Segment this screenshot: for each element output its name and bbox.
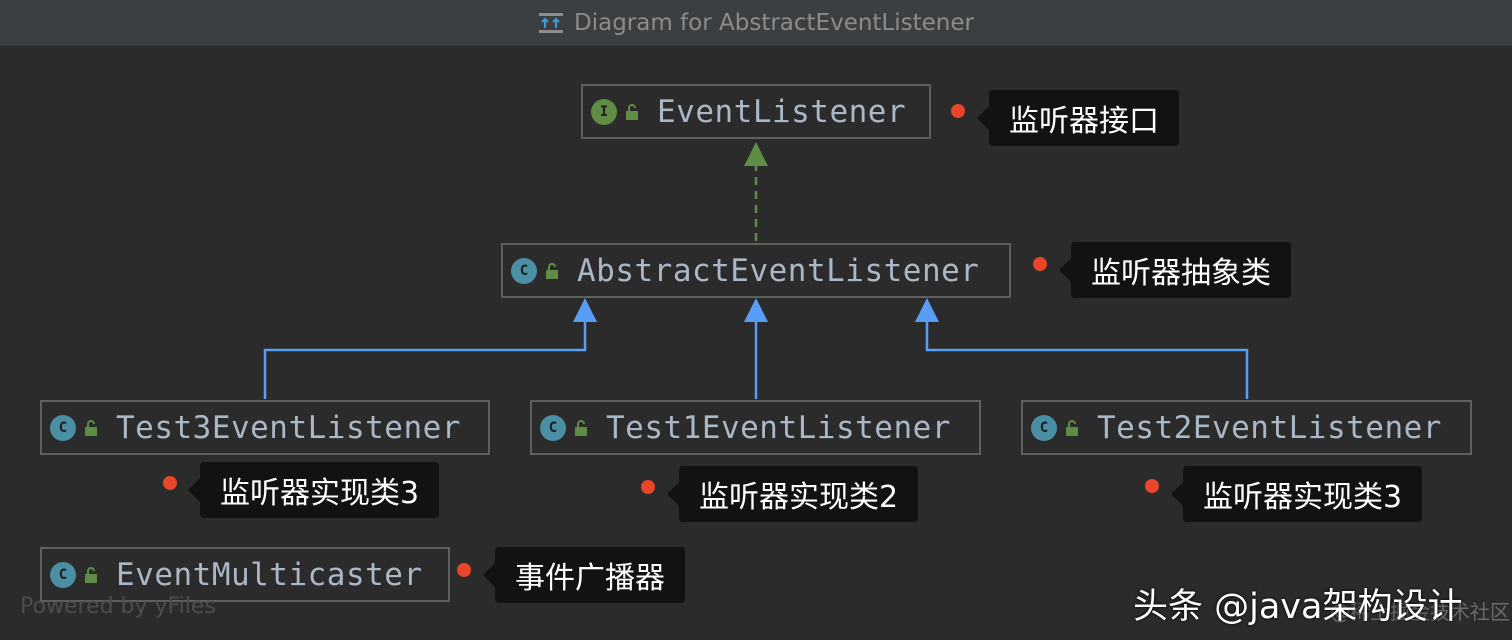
extends-edge-test3	[263, 298, 597, 399]
extends-edge-test2	[915, 298, 1249, 399]
node-test3-event-listener[interactable]: C Test3EventListener	[40, 400, 490, 455]
node-label: EventMulticaster	[116, 556, 423, 593]
note-test3-event-listener: 监听器实现类3	[187, 462, 440, 518]
extends-edge-test1	[744, 298, 768, 399]
note-event-multicaster: 事件广播器	[483, 547, 685, 603]
watermark-sub: @稀土掘金技术社区	[1330, 600, 1510, 624]
class-icon: C	[50, 561, 76, 588]
note-test2-event-listener: 监听器实现类3	[1170, 466, 1423, 522]
note-marker	[951, 104, 965, 118]
lock-open-icon	[546, 262, 558, 279]
note-test1-event-listener: 监听器实现类2	[666, 466, 919, 522]
node-test1-event-listener[interactable]: C Test1EventListener	[530, 400, 981, 455]
node-event-multicaster[interactable]: C EventMulticaster	[40, 547, 450, 602]
powered-by-label: Powered by yFiles	[20, 594, 216, 619]
extends-arrowhead	[573, 298, 597, 322]
class-icon: C	[511, 257, 537, 284]
window-title-bar: Diagram for AbstractEventListener	[0, 0, 1512, 47]
watermark-main: 头条 @java架构设计	[1133, 587, 1463, 627]
note-event-listener: 监听器接口	[977, 90, 1179, 146]
lock-open-icon	[575, 419, 587, 436]
extends-arrowhead	[744, 298, 768, 322]
note-marker	[1033, 257, 1047, 271]
implements-arrowhead	[744, 142, 768, 166]
note-abstract-event-listener: 监听器抽象类	[1059, 242, 1291, 298]
node-label: Test1EventListener	[606, 409, 951, 446]
implements-edge	[744, 142, 768, 241]
node-abstract-event-listener[interactable]: C AbstractEventListener	[501, 243, 1011, 298]
window-title: Diagram for AbstractEventListener	[574, 10, 974, 36]
note-marker	[641, 480, 655, 494]
lock-open-icon	[626, 103, 638, 120]
lock-open-icon	[85, 419, 97, 436]
class-icon: C	[1031, 414, 1057, 441]
class-icon: C	[50, 414, 76, 441]
node-test2-event-listener[interactable]: C Test2EventListener	[1021, 400, 1472, 455]
diagram-icon	[539, 13, 563, 33]
lock-open-icon	[85, 566, 97, 583]
interface-icon: I	[591, 98, 617, 125]
note-marker	[163, 476, 177, 490]
node-event-listener[interactable]: I EventListener	[581, 84, 931, 139]
class-icon: C	[540, 414, 566, 441]
node-label: Test2EventListener	[1097, 409, 1442, 446]
node-label: EventListener	[657, 93, 907, 130]
lock-open-icon	[1066, 419, 1078, 436]
note-marker	[1145, 479, 1159, 493]
extends-arrowhead	[915, 298, 939, 322]
note-marker	[457, 563, 471, 577]
node-label: AbstractEventListener	[577, 252, 980, 289]
node-label: Test3EventListener	[116, 409, 461, 446]
